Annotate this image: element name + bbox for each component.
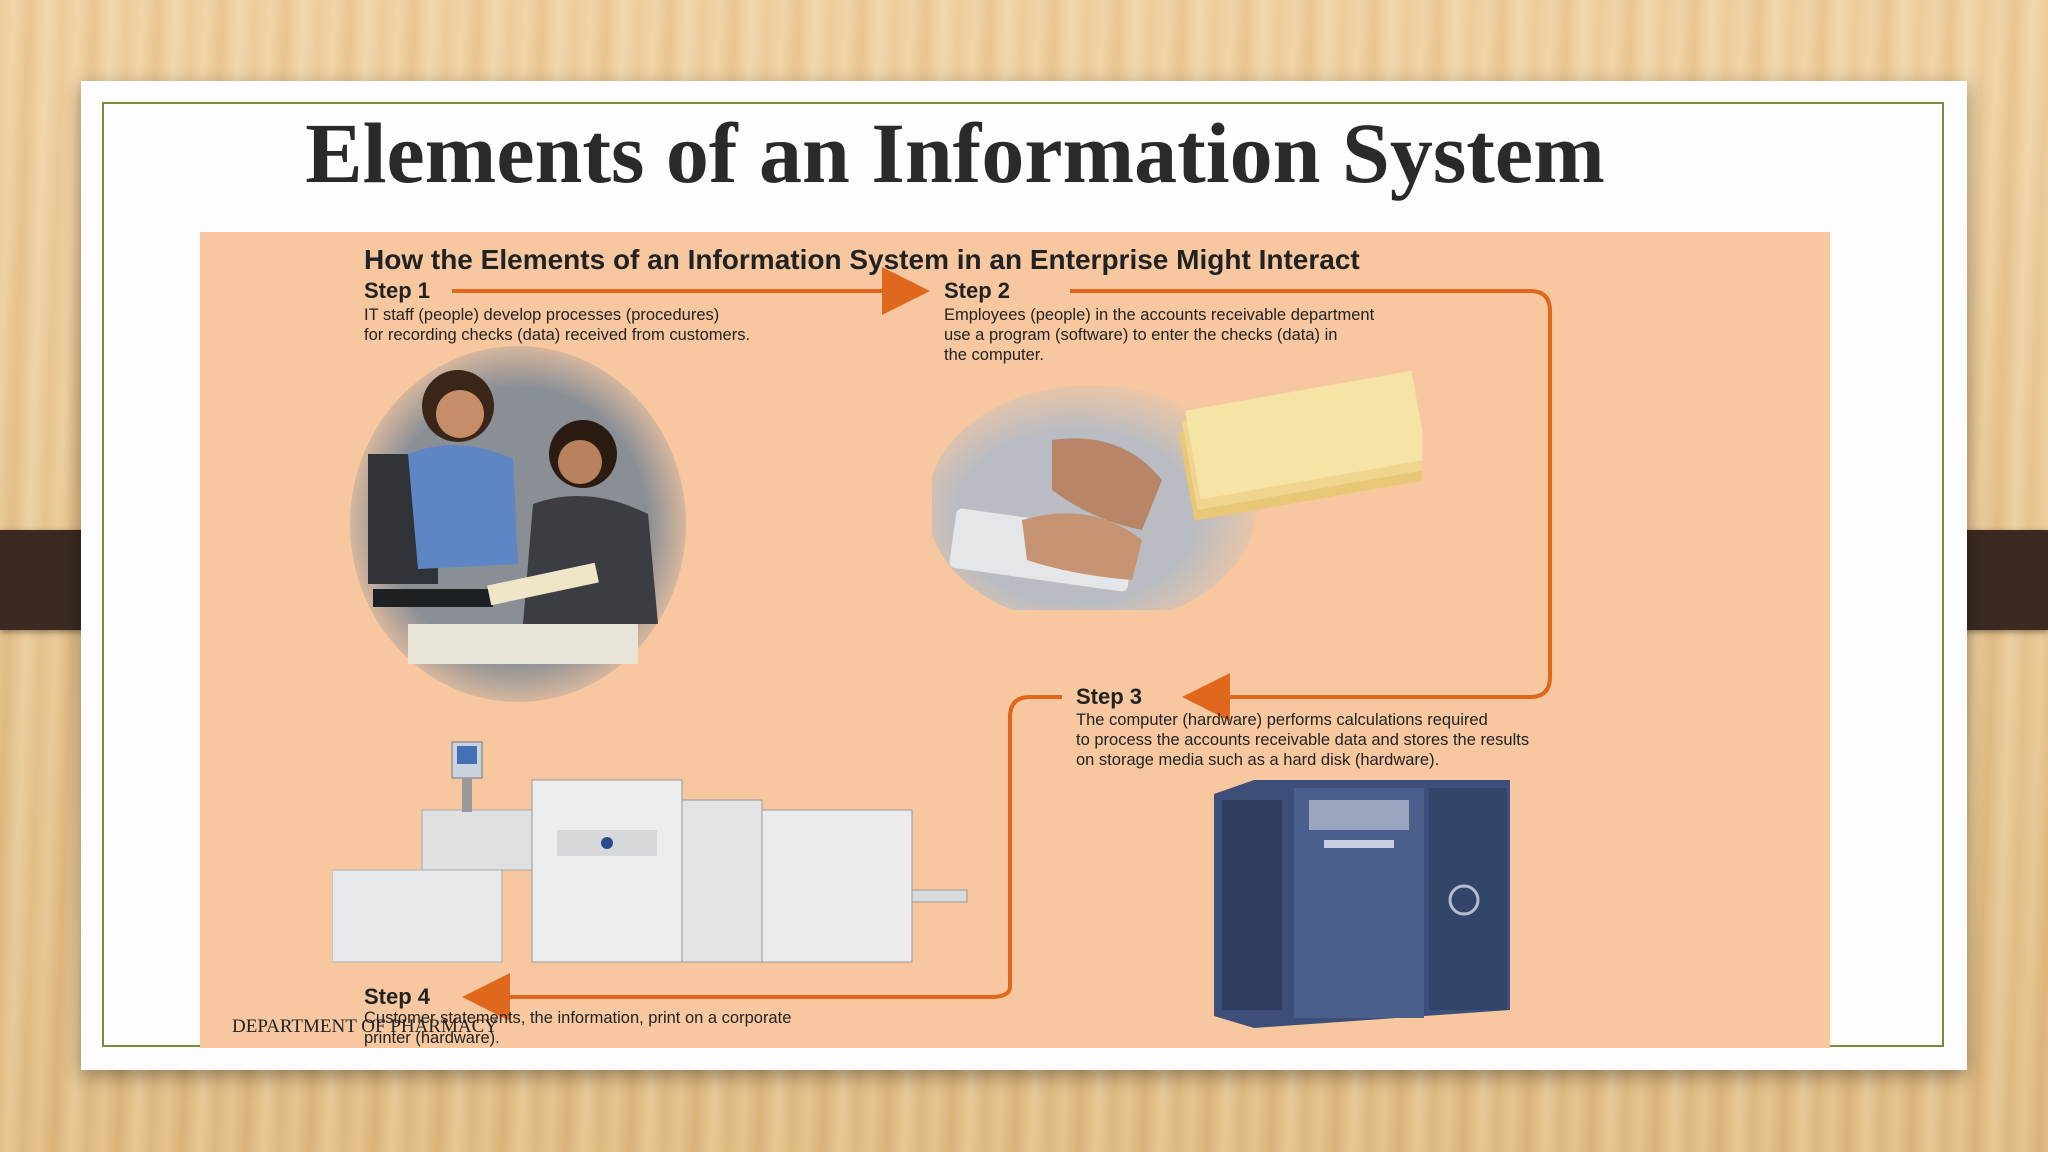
- step-4-label: Step 4: [364, 984, 431, 1009]
- step-1-text: IT staff (people) develop processes (pro…: [364, 306, 751, 344]
- step-3-label: Step 3: [1076, 684, 1143, 709]
- step-1-label: Step 1: [364, 278, 431, 303]
- flow-arrows: [452, 267, 1552, 1021]
- figure-title: How the Elements of an Information Syste…: [364, 244, 1360, 275]
- step-2-label: Step 2: [944, 278, 1011, 303]
- slide-footer: DEPARTMENT OF PHARMACY: [232, 1016, 498, 1037]
- arrow-step3-to-step4: [462, 695, 1062, 1021]
- keyboard-and-checks-illustration: [932, 370, 1422, 610]
- slide-title: Elements of an Information System: [305, 105, 1605, 201]
- step-2-text: Employees (people) in the accounts recei…: [944, 306, 1375, 364]
- people-at-computer-illustration: [350, 346, 686, 702]
- server-tower-illustration: [1214, 780, 1510, 1028]
- step-4-text: Customer statements, the information, pr…: [364, 1009, 792, 1047]
- step-3-text: The computer (hardware) performs calcula…: [1076, 711, 1530, 769]
- figure-panel: How the Elements of an Information Syste…: [200, 232, 1830, 1048]
- arrow-step2-to-step3: [1070, 289, 1552, 721]
- printer-illustration: [332, 741, 968, 963]
- checks-stack: [1178, 370, 1422, 521]
